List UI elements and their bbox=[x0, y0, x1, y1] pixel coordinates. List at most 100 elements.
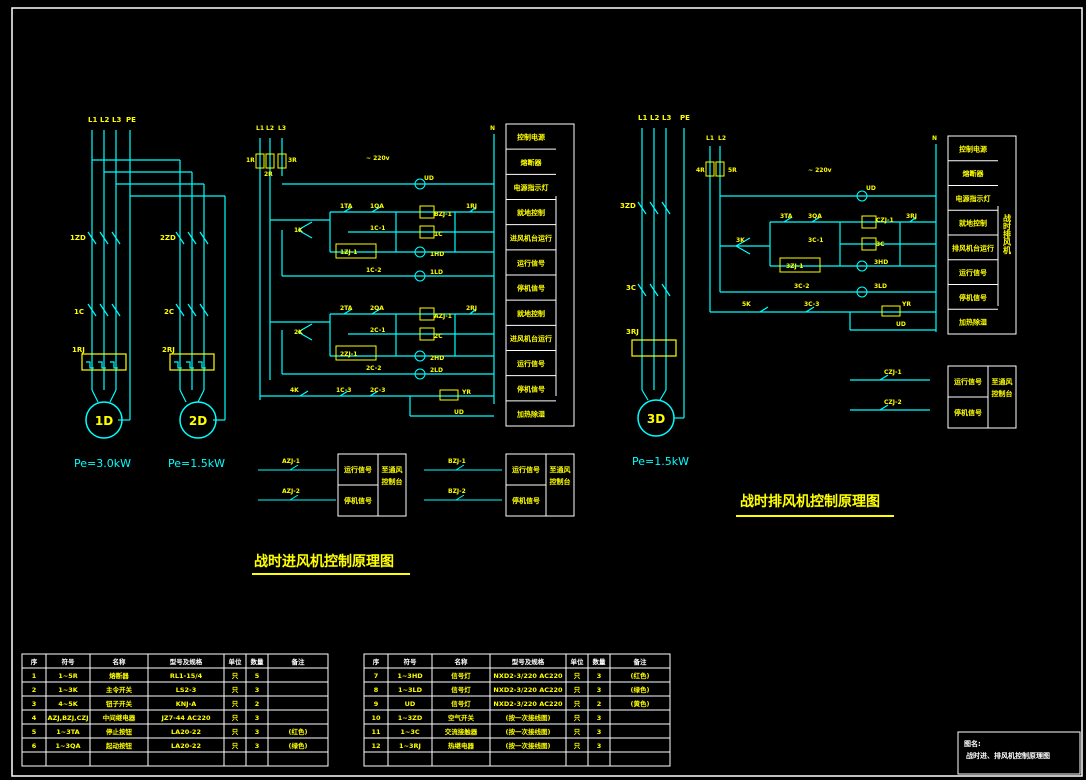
label-3hd: 3HD bbox=[874, 259, 888, 266]
thermal-relay-2rj bbox=[169, 353, 215, 371]
bom-cell: (按一次接线图) bbox=[506, 713, 551, 722]
label-3ta: 3TA bbox=[780, 213, 793, 220]
signal-side-label: 至通风 bbox=[382, 465, 403, 474]
bom-cell: UD bbox=[405, 700, 416, 708]
bom-cell: NXD2-3/220 AC220 bbox=[493, 700, 563, 708]
legend-row-label: 运行信号 bbox=[517, 258, 545, 267]
label-2rj: 2RJ bbox=[466, 305, 477, 312]
label-1c1: 1C-1 bbox=[370, 225, 385, 232]
legend-row-label: 电源指示灯 bbox=[956, 194, 991, 203]
bom-cell: 7 bbox=[374, 672, 379, 680]
signal-row-label: 运行信号 bbox=[344, 465, 372, 474]
bom-cell: (绿色) bbox=[289, 741, 308, 750]
bom-header-cell: 数量 bbox=[251, 657, 265, 666]
bom-cell: 信号灯 bbox=[451, 699, 471, 708]
bom-cell: 1~3LD bbox=[398, 686, 423, 694]
bom-header-cell: 符号 bbox=[62, 657, 76, 666]
lamp-ud-2 bbox=[856, 190, 868, 202]
bom-cell: 1~3TA bbox=[56, 728, 79, 736]
bom-cell: RL1-15/4 bbox=[170, 672, 203, 680]
fuse-5r bbox=[715, 161, 725, 177]
supply-power-circuit bbox=[87, 130, 226, 421]
bom-cell: 1~3RJ bbox=[399, 742, 421, 750]
label-czj1: CZJ-1 bbox=[884, 369, 902, 376]
bom-cell: (按一次接线图) bbox=[506, 741, 551, 750]
signal-row-label: 运行信号 bbox=[954, 377, 982, 386]
label-1ld: 1LD bbox=[430, 269, 443, 276]
bom-cell: 起动按钮 bbox=[105, 741, 133, 750]
bom-cell: (红色) bbox=[631, 671, 650, 680]
supply-diagram-title: 战时进风机控制原理图 bbox=[254, 553, 394, 570]
bom-cell: 3 bbox=[597, 714, 602, 722]
lamp-ud bbox=[414, 178, 426, 190]
bom-cell: (按一次接线图) bbox=[506, 727, 551, 736]
bom-cell: 5 bbox=[32, 728, 37, 736]
bom-cell: NXD2-3/220 AC220 bbox=[493, 672, 563, 680]
bom-cell: JZ7-44 AC220 bbox=[160, 714, 211, 722]
label-bzj1: BZJ-1 bbox=[448, 458, 466, 465]
supply-l2-label: L2 bbox=[266, 125, 274, 132]
label-1ta: 1TA bbox=[340, 203, 353, 210]
bom-cell: 只 bbox=[232, 672, 239, 680]
phase-l2-label: L2 bbox=[100, 116, 109, 124]
bom-cell: 3 bbox=[597, 672, 602, 680]
thermal-relay-1rj bbox=[81, 353, 127, 371]
label-2c1: 2C-1 bbox=[370, 327, 385, 334]
signal-side-label: 控制台 bbox=[992, 389, 1013, 398]
exh-ctrl-l2: L2 bbox=[718, 135, 726, 142]
legend-row-label: 熔断器 bbox=[963, 169, 985, 178]
bom-header-cell: 单位 bbox=[571, 657, 585, 666]
switch-1zd-label: 1ZD bbox=[70, 234, 86, 242]
bom-header-cell: 序 bbox=[30, 657, 38, 666]
bom-header-cell: 序 bbox=[372, 657, 380, 666]
lamp-3hd bbox=[856, 260, 868, 272]
bom-cell: 6 bbox=[32, 742, 37, 750]
label-bzj: BZJ-1 bbox=[434, 211, 452, 218]
exhaust-diagram-title: 战时排风机控制原理图 bbox=[740, 493, 880, 510]
relay-3zj-box bbox=[779, 257, 821, 273]
label-1c3: 1C-3 bbox=[336, 387, 351, 394]
bom-cell: 热继电器 bbox=[448, 741, 475, 750]
label-2k: 2K bbox=[294, 329, 303, 336]
label-3rj: 3RJ bbox=[906, 213, 917, 220]
bom-cell: 只 bbox=[232, 686, 239, 694]
coil-azj bbox=[419, 307, 435, 321]
label-2c2: 2C-2 bbox=[366, 365, 381, 372]
bom-cell: 1~3QA bbox=[55, 742, 80, 750]
label-1hd: 1HD bbox=[430, 251, 444, 258]
title-block-name: 战时进、排风机控制原理图 bbox=[966, 751, 1050, 760]
bom-cell: (绿色) bbox=[631, 685, 650, 694]
label-4k: 4K bbox=[290, 387, 299, 394]
signal-row-label: 运行信号 bbox=[512, 465, 540, 474]
label-2ld: 2LD bbox=[430, 367, 443, 374]
label-coil-2c: 2C bbox=[434, 333, 443, 340]
bom-header-cell: 型号及规格 bbox=[170, 657, 203, 666]
bom-cell: 只 bbox=[574, 700, 581, 708]
bom-cell: 只 bbox=[574, 672, 581, 680]
title-block-label: 图名: bbox=[964, 739, 981, 748]
bom-header-cell: 备注 bbox=[633, 657, 648, 666]
lamp-1hd bbox=[414, 246, 426, 258]
relay-2zj-box bbox=[335, 345, 377, 361]
bom-cell: 1~3C bbox=[400, 728, 419, 736]
label-2c3: 2C-3 bbox=[370, 387, 385, 394]
bom-cell: AZJ,BZJ,CZJ bbox=[47, 714, 88, 722]
bom-cell: 只 bbox=[232, 728, 239, 736]
fuse-3r-label: 3R bbox=[288, 157, 297, 164]
bom-header-cell: 型号及规格 bbox=[512, 657, 545, 666]
switch-2zd-label: 2ZD bbox=[160, 234, 176, 242]
exh-neutral: N bbox=[932, 135, 937, 142]
motor-1d-label: 1D bbox=[95, 414, 113, 428]
label-bzj2: BZJ-2 bbox=[448, 488, 466, 495]
signal-side-label: 控制台 bbox=[382, 477, 403, 486]
bom-cell: 3 bbox=[32, 700, 37, 708]
coil-3c bbox=[861, 237, 877, 251]
bom-cell: 1~3ZD bbox=[398, 714, 423, 722]
bom-cell: NXD2-3/220 AC220 bbox=[493, 686, 563, 694]
signal-side-label: 控制台 bbox=[550, 477, 571, 486]
bom-cell: 12 bbox=[371, 742, 380, 750]
signal-side-label: 至通风 bbox=[550, 465, 571, 474]
